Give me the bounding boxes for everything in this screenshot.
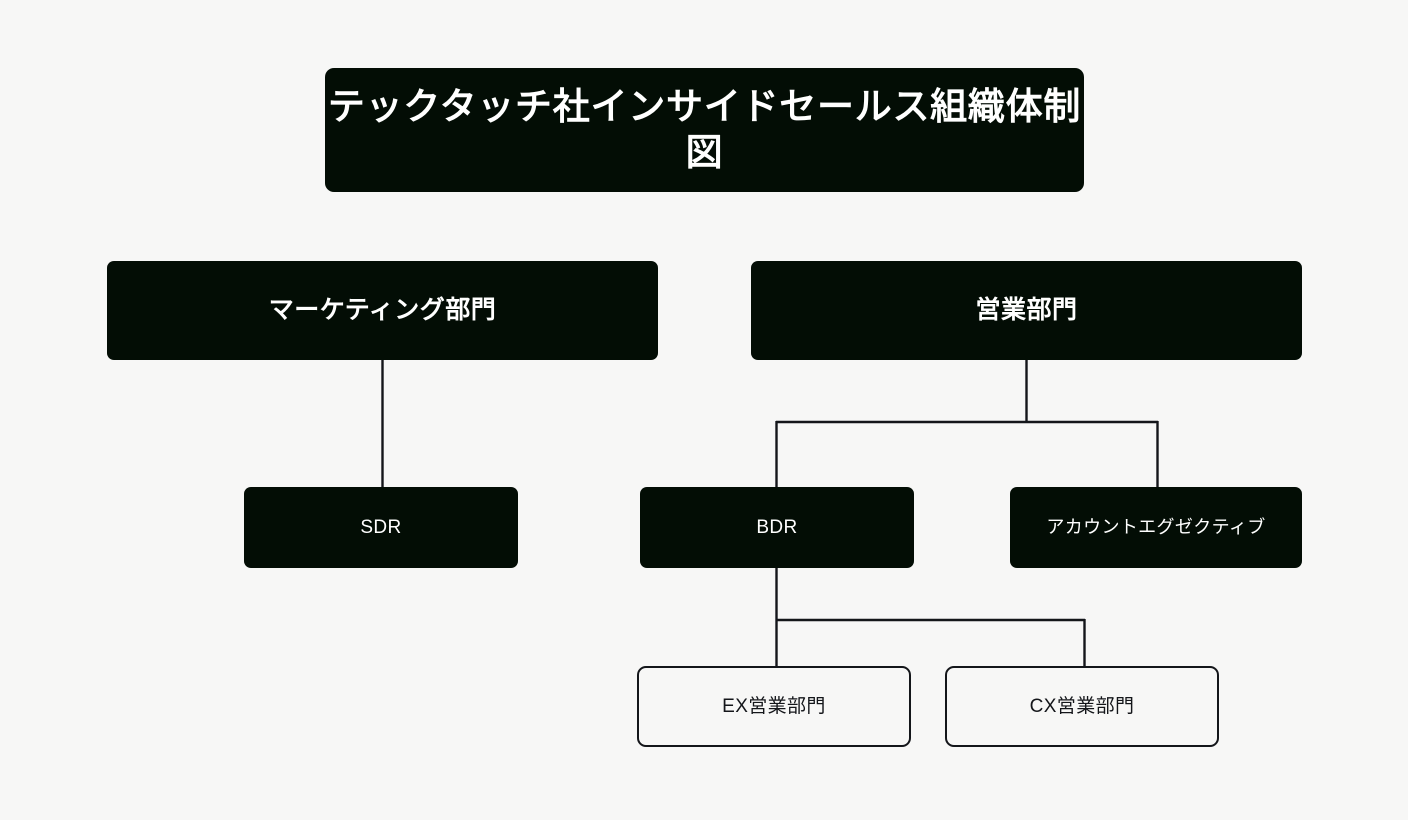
node-account-executive[interactable]: アカウントエグゼクティブ (1010, 487, 1302, 568)
connector-bdr-to-children (775, 568, 1086, 667)
node-ex-sales-department[interactable]: EX営業部門 (637, 666, 911, 747)
node-sdr[interactable]: SDR (244, 487, 518, 568)
node-cx-sales-department[interactable]: CX営業部門 (945, 666, 1219, 747)
node-sales-department[interactable]: 営業部門 (751, 261, 1302, 360)
node-marketing-department[interactable]: マーケティング部門 (107, 261, 658, 360)
chart-title: テックタッチ社インサイドセールス組織体制図 (325, 68, 1084, 192)
connector-sales-to-children (775, 360, 1159, 488)
node-bdr[interactable]: BDR (640, 487, 914, 568)
